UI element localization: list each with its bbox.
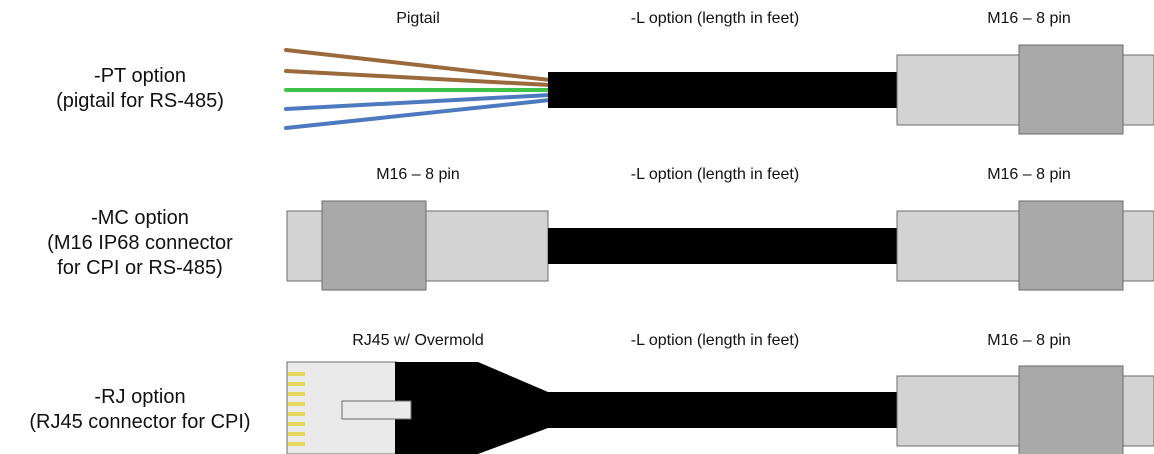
rj45-contact xyxy=(288,412,305,416)
pt-option-line-1: -PT option xyxy=(94,65,186,87)
rj45-contact xyxy=(288,432,305,436)
row-rj-right-label: M16 – 8 pin xyxy=(987,332,1071,349)
pigtail-wire-blue-2 xyxy=(284,98,552,130)
rj45-contact xyxy=(288,402,305,406)
rj45-contact xyxy=(288,382,305,386)
pigtail-wire-brown-2 xyxy=(284,69,552,87)
row-pt-left-label: Pigtail xyxy=(396,10,440,27)
row-mc-left-m16-connector xyxy=(286,200,549,291)
row-mc-middle-label: -L option (length in feet) xyxy=(630,166,800,183)
m16-connector-nut xyxy=(1018,44,1124,135)
rj-option-line-2: (RJ45 connector for CPI) xyxy=(29,411,251,433)
pigtail-wire-blue-1 xyxy=(284,93,552,111)
pigtail-wire-brown-1 xyxy=(284,48,552,82)
pt-option-label: -PT option (pigtail for RS-485) xyxy=(0,64,280,114)
row-mc-right-label: M16 – 8 pin xyxy=(987,166,1071,183)
pt-option-line-2: (pigtail for RS-485) xyxy=(56,90,224,112)
rj-option-line-1: -RJ option xyxy=(94,386,186,408)
row-pt-cable xyxy=(548,72,900,108)
rj45-contacts xyxy=(288,372,305,446)
row-rj-left-label: RJ45 w/ Overmold xyxy=(352,332,484,349)
m16-connector-nut xyxy=(1018,365,1124,454)
rj45-latch-tab xyxy=(341,400,412,420)
row-rj-cable xyxy=(546,392,900,428)
row-pt-right-m16-connector xyxy=(896,44,1154,135)
m16-connector-nut xyxy=(1018,200,1124,291)
rj45-connector xyxy=(286,361,548,454)
rj45-contact xyxy=(288,442,305,446)
mc-option-line-3: for CPI or RS-485) xyxy=(57,257,223,279)
m16-connector-nut xyxy=(321,200,427,291)
rj45-overmold xyxy=(395,362,548,454)
row-mc-cable xyxy=(548,228,900,264)
pigtail-wires xyxy=(284,48,552,130)
row-rj-middle-label: -L option (length in feet) xyxy=(630,332,800,349)
row-mc-right-m16-connector xyxy=(896,200,1154,291)
rj45-contact xyxy=(288,392,305,396)
rj45-contact xyxy=(288,422,305,426)
rj-option-label: -RJ option (RJ45 connector for CPI) xyxy=(0,385,280,435)
row-pt-right-label: M16 – 8 pin xyxy=(987,10,1071,27)
mc-option-line-1: -MC option xyxy=(91,207,189,229)
mc-option-label: -MC option (M16 IP68 connector for CPI o… xyxy=(0,206,280,281)
rj45-contact xyxy=(288,372,305,376)
row-pt-middle-label: -L option (length in feet) xyxy=(630,10,800,27)
row-mc-left-label: M16 – 8 pin xyxy=(376,166,460,183)
row-rj-right-m16-connector xyxy=(896,365,1154,454)
mc-option-line-2: (M16 IP68 connector xyxy=(47,232,233,254)
